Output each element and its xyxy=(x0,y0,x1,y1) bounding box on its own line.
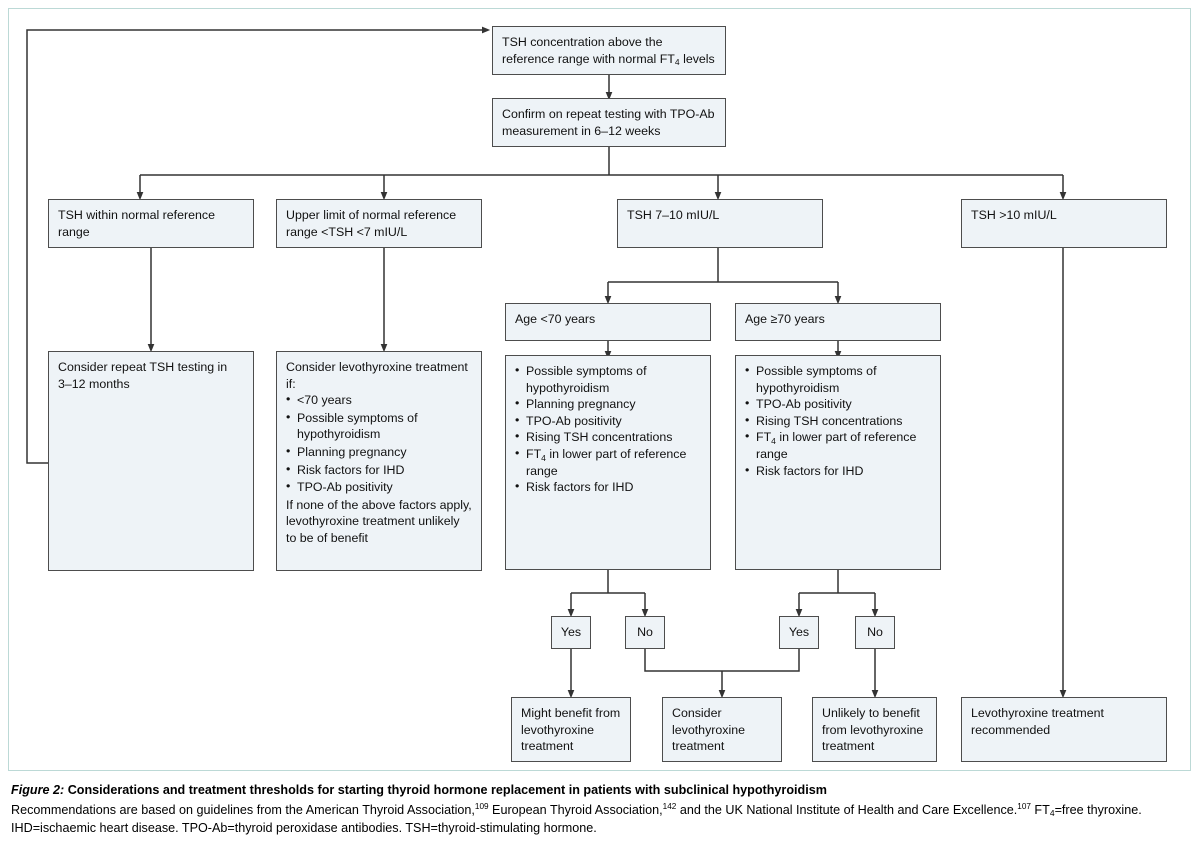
node-outcome-might-benefit[interactable]: Might benefit from levothyroxine treatme… xyxy=(511,697,631,762)
node-tsh-7-10[interactable]: TSH 7–10 mIU/L xyxy=(617,199,823,248)
node-outcome-levothyroxine-recommended[interactable]: Levothyroxine treatment recommended xyxy=(961,697,1167,762)
list-item: TPO-Ab positivity xyxy=(745,395,931,413)
consider-levo-bullet-list: <70 years Possible symptoms of hypothyro… xyxy=(286,391,472,496)
node-outcome-consider-levothyroxine[interactable]: Consider levothyroxine treatment xyxy=(662,697,782,762)
flowchart-connectors xyxy=(26,26,1067,699)
list-item: Risk factors for IHD xyxy=(286,461,472,479)
ft4-subscript: 4 xyxy=(541,452,546,463)
caption-title: Figure 2: Considerations and treatment t… xyxy=(11,782,1171,800)
list-item: FT4 in lower part of reference range xyxy=(515,445,701,479)
node-no-under-70[interactable]: No xyxy=(625,616,665,649)
reference-109: 109 xyxy=(474,801,489,811)
connector-no-left-merge xyxy=(644,649,722,672)
criteria-under70-bullet-list: Possible symptoms of hypothyroidism Plan… xyxy=(515,362,701,496)
node-start-line2: range with normal FT4 levels xyxy=(557,51,715,68)
node-no-70-or-over[interactable]: No xyxy=(855,616,895,649)
node-upper-limit-range[interactable]: Upper limit of normal reference range <T… xyxy=(276,199,482,248)
list-item: Possible symptoms of hypothyroidism xyxy=(515,362,701,396)
figure-title-text: Considerations and treatment thresholds … xyxy=(67,783,827,797)
list-item: FT4 in lower part of reference range xyxy=(745,428,931,462)
ft4-subscript: 4 xyxy=(1049,808,1055,819)
list-item: Risk factors for IHD xyxy=(745,462,931,480)
node-yes-under-70[interactable]: Yes xyxy=(551,616,591,649)
list-item: <70 years xyxy=(286,391,472,409)
list-item: Rising TSH concentrations xyxy=(745,412,931,430)
caption-body: Recommendations are based on guidelines … xyxy=(11,801,1142,835)
node-tsh-within-normal[interactable]: TSH within normal reference range xyxy=(48,199,254,248)
list-item: Possible symptoms of hypothyroidism xyxy=(286,409,472,443)
node-confirm-line2: measurement in 6–12 weeks xyxy=(502,123,661,138)
node-confirm-repeat-testing[interactable]: Confirm on repeat testing with TPO-Ab me… xyxy=(492,98,726,147)
list-item: Risk factors for IHD xyxy=(515,478,701,496)
node-age-70-or-over[interactable]: Age ≥70 years xyxy=(735,303,941,341)
list-item: Planning pregnancy xyxy=(515,395,701,413)
consider-levo-intro: Consider levothyroxine treatment if: xyxy=(286,360,468,391)
ft4-subscript: 4 xyxy=(674,57,680,68)
list-item: Planning pregnancy xyxy=(286,443,472,461)
list-item: TPO-Ab positivity xyxy=(286,478,472,496)
connector-feedback xyxy=(26,29,472,464)
node-tsh-over-10[interactable]: TSH >10 mIU/L xyxy=(961,199,1167,248)
list-item: TPO-Ab positivity xyxy=(515,412,701,430)
node-start[interactable]: TSH concentration above the reference ra… xyxy=(492,26,726,75)
node-consider-levothyroxine-if[interactable]: Consider levothyroxine treatment if: <70… xyxy=(276,351,482,571)
node-yes-70-or-over[interactable]: Yes xyxy=(779,616,819,649)
criteria-over70-bullet-list: Possible symptoms of hypothyroidism TPO-… xyxy=(745,362,931,480)
consider-levo-outro: If none of the above factors apply, levo… xyxy=(286,497,472,546)
node-consider-repeat-tsh[interactable]: Consider repeat TSH testing in 3–12 mont… xyxy=(48,351,254,571)
node-outcome-unlikely-benefit[interactable]: Unlikely to benefit from levothyroxine t… xyxy=(812,697,937,762)
reference-107: 107 xyxy=(1017,801,1031,811)
connector-yes-right-merge xyxy=(722,649,800,672)
list-item: Rising TSH concentrations xyxy=(515,428,701,446)
node-age-under-70[interactable]: Age <70 years xyxy=(505,303,711,341)
list-item: Possible symptoms of hypothyroidism xyxy=(745,362,931,396)
reference-142: 142 xyxy=(662,801,677,811)
node-start-line1: TSH concentration above the reference xyxy=(502,35,663,66)
figure-label: Figure 2: xyxy=(11,783,65,797)
ft4-subscript: 4 xyxy=(771,435,776,446)
node-criteria-under-70[interactable]: Possible symptoms of hypothyroidism Plan… xyxy=(505,355,711,570)
node-criteria-70-or-over[interactable]: Possible symptoms of hypothyroidism TPO-… xyxy=(735,355,941,570)
node-confirm-line1: Confirm on repeat testing with TPO-Ab xyxy=(502,107,715,121)
figure-caption: Figure 2: Considerations and treatment t… xyxy=(11,782,1171,838)
